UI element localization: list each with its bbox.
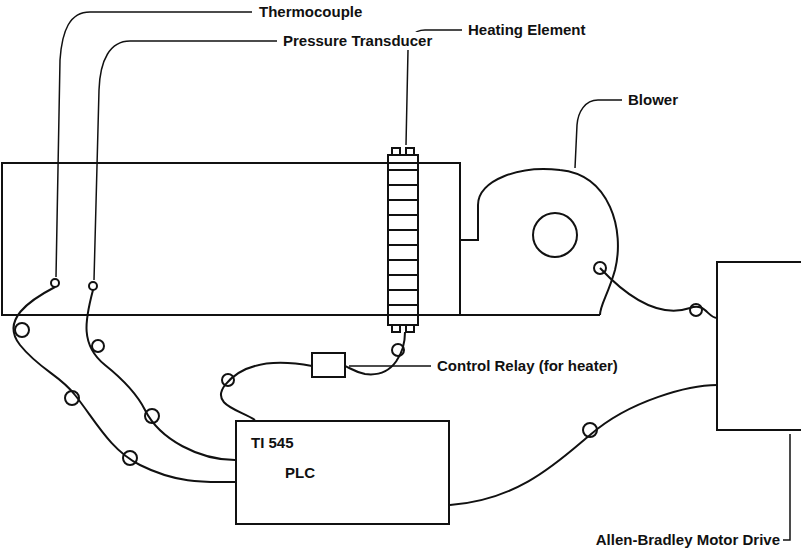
motor-drive-label: Allen-Bradley Motor Drive xyxy=(595,531,781,549)
thermocouple-probe xyxy=(51,279,59,287)
device-name: PLC xyxy=(285,464,315,482)
air-duct xyxy=(2,163,460,315)
heating-element-label: Heating Element xyxy=(467,21,587,39)
thermocouple-label: Thermocouple xyxy=(258,3,363,21)
control-relay-box xyxy=(312,353,345,377)
model-number: TI 545 xyxy=(251,434,294,452)
heating-element-symbol xyxy=(388,148,418,332)
blower-label: Blower xyxy=(627,91,679,109)
pressure-transducer-probe xyxy=(89,282,97,290)
blower-symbol xyxy=(460,169,618,315)
motor-drive-box xyxy=(717,262,801,430)
pressure-transducer-label: Pressure Transducer xyxy=(282,32,433,50)
leader-lines xyxy=(56,12,790,540)
control-relay-label: Control Relay (for heater) xyxy=(436,357,619,375)
plc-box: TI 545PLC xyxy=(235,420,450,525)
